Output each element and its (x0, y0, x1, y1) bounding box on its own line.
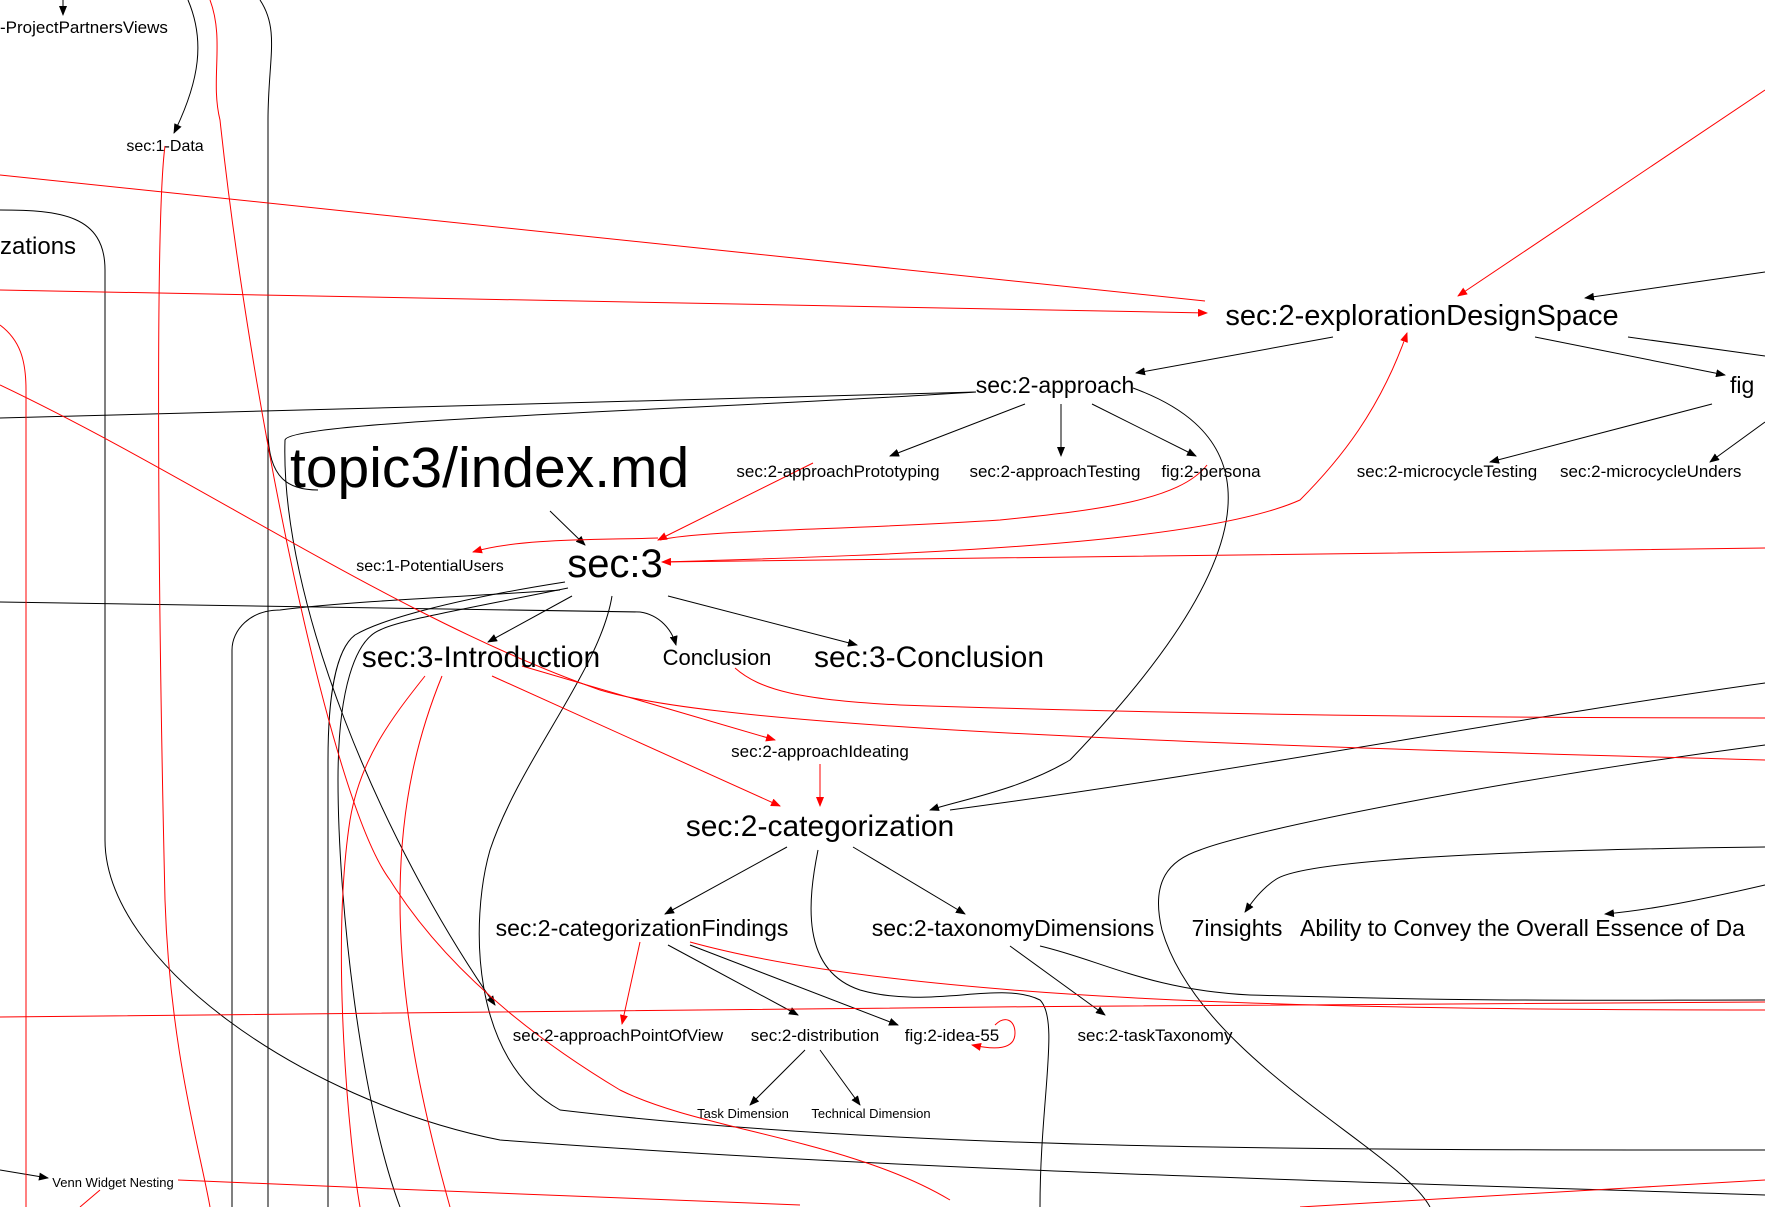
edge (1244, 846, 1765, 913)
edge (1457, 89, 1765, 297)
edge (1489, 403, 1713, 464)
edge (620, 941, 641, 1025)
edge (337, 587, 569, 1207)
edge (0, 391, 977, 419)
edge (259, 0, 319, 491)
node-seven-insights[interactable]: 7insights (1192, 915, 1283, 941)
edge (0, 601, 678, 646)
edge (158, 145, 211, 1207)
node-fig2-persona[interactable]: fig:2-persona (1161, 462, 1261, 481)
edge (0, 209, 1765, 1196)
edge (889, 403, 1026, 457)
edge (1091, 403, 1197, 457)
edge (1299, 1179, 1765, 1207)
node-microcycle-unders[interactable]: sec:2-microcycleUnders (1560, 462, 1741, 481)
node-taxonomy-dimensions[interactable]: sec:2-taxonomyDimensions (872, 915, 1155, 941)
edge (971, 1019, 1016, 1051)
edge (689, 944, 899, 1026)
edge (734, 667, 1765, 719)
node-microcycle-testing[interactable]: sec:2-microcycleTesting (1357, 462, 1537, 481)
edge (284, 391, 977, 1006)
node-categorization[interactable]: sec:2-categorization (686, 810, 954, 843)
node-approach-point-of-view[interactable]: sec:2-approachPointOfView (513, 1026, 724, 1045)
edge (667, 595, 858, 647)
edge (327, 581, 566, 1207)
edge (929, 387, 1229, 811)
edge (1604, 884, 1765, 918)
node-sec3-conclusion[interactable]: sec:3-Conclusion (814, 641, 1044, 674)
edge (749, 1049, 806, 1106)
edge (1039, 945, 1765, 1001)
nodes: -ProjectPartnersViews sec:1-Data zations… (0, 18, 1754, 1190)
edge (478, 595, 1765, 1151)
edge (949, 682, 1765, 811)
node-project-partners-views[interactable]: -ProjectPartnersViews (0, 18, 168, 37)
edge (340, 675, 426, 1207)
edge (177, 1179, 801, 1206)
edge (0, 324, 27, 1207)
node-sec3[interactable]: sec:3 (567, 542, 663, 586)
node-fig-partial[interactable]: fig (1730, 372, 1754, 398)
node-approach-testing[interactable]: sec:2-approachTesting (969, 462, 1140, 481)
edge (810, 849, 1050, 1207)
node-fig2-idea55[interactable]: fig:2-idea-55 (905, 1026, 1000, 1045)
edge (1157, 744, 1765, 1207)
node-approach[interactable]: sec:2-approach (976, 372, 1135, 398)
edge (491, 675, 781, 807)
edge (852, 846, 966, 915)
node-approach-prototyping[interactable]: sec:2-approachPrototyping (736, 462, 939, 481)
edge (819, 1049, 861, 1106)
edge (659, 464, 1208, 541)
edge (0, 289, 1208, 317)
edge (1627, 336, 1765, 357)
edge (1709, 421, 1765, 463)
edge (664, 846, 788, 915)
edge (0, 1001, 1765, 1018)
edge (0, 1169, 49, 1181)
node-task-dimension[interactable]: Task Dimension (697, 1106, 789, 1121)
node-zations[interactable]: zations (0, 233, 76, 260)
edge (661, 332, 1408, 563)
node-ability-convey[interactable]: Ability to Convey the Overall Essence of… (1300, 915, 1745, 941)
edge (472, 537, 659, 554)
edge (487, 595, 573, 643)
edge (1135, 336, 1334, 376)
edge (689, 941, 1765, 1011)
edge (661, 547, 1765, 566)
node-task-taxonomy[interactable]: sec:2-taskTaxonomy (1078, 1026, 1233, 1045)
node-technical-dimension[interactable]: Technical Dimension (811, 1106, 930, 1121)
node-sec1-data[interactable]: sec:1-Data (126, 138, 203, 155)
edge (79, 1189, 101, 1207)
edge (521, 665, 776, 742)
edge (399, 675, 451, 1207)
node-categorization-findings[interactable]: sec:2-categorizationFindings (496, 915, 789, 941)
node-topic3-index[interactable]: topic3/index.md (290, 436, 689, 500)
edge (231, 589, 561, 651)
node-sec1-potential-users[interactable]: sec:1-PotentialUsers (356, 558, 504, 575)
edge (0, 174, 1206, 302)
edge (209, 0, 951, 1201)
edge (1009, 945, 1106, 1016)
node-sec3-introduction[interactable]: sec:3-Introduction (362, 641, 600, 674)
edge (1534, 336, 1726, 378)
node-approach-ideating[interactable]: sec:2-approachIdeating (731, 742, 909, 761)
node-distribution[interactable]: sec:2-distribution (751, 1026, 880, 1045)
edge (173, 0, 199, 134)
node-conclusion[interactable]: Conclusion (663, 645, 772, 670)
edge (667, 944, 799, 1016)
node-exploration-design-space[interactable]: sec:2-explorationDesignSpace (1225, 300, 1618, 332)
edge (1584, 271, 1765, 301)
edge (549, 510, 586, 546)
edge (657, 462, 814, 541)
node-venn-widget-nesting[interactable]: Venn Widget Nesting (52, 1175, 173, 1190)
